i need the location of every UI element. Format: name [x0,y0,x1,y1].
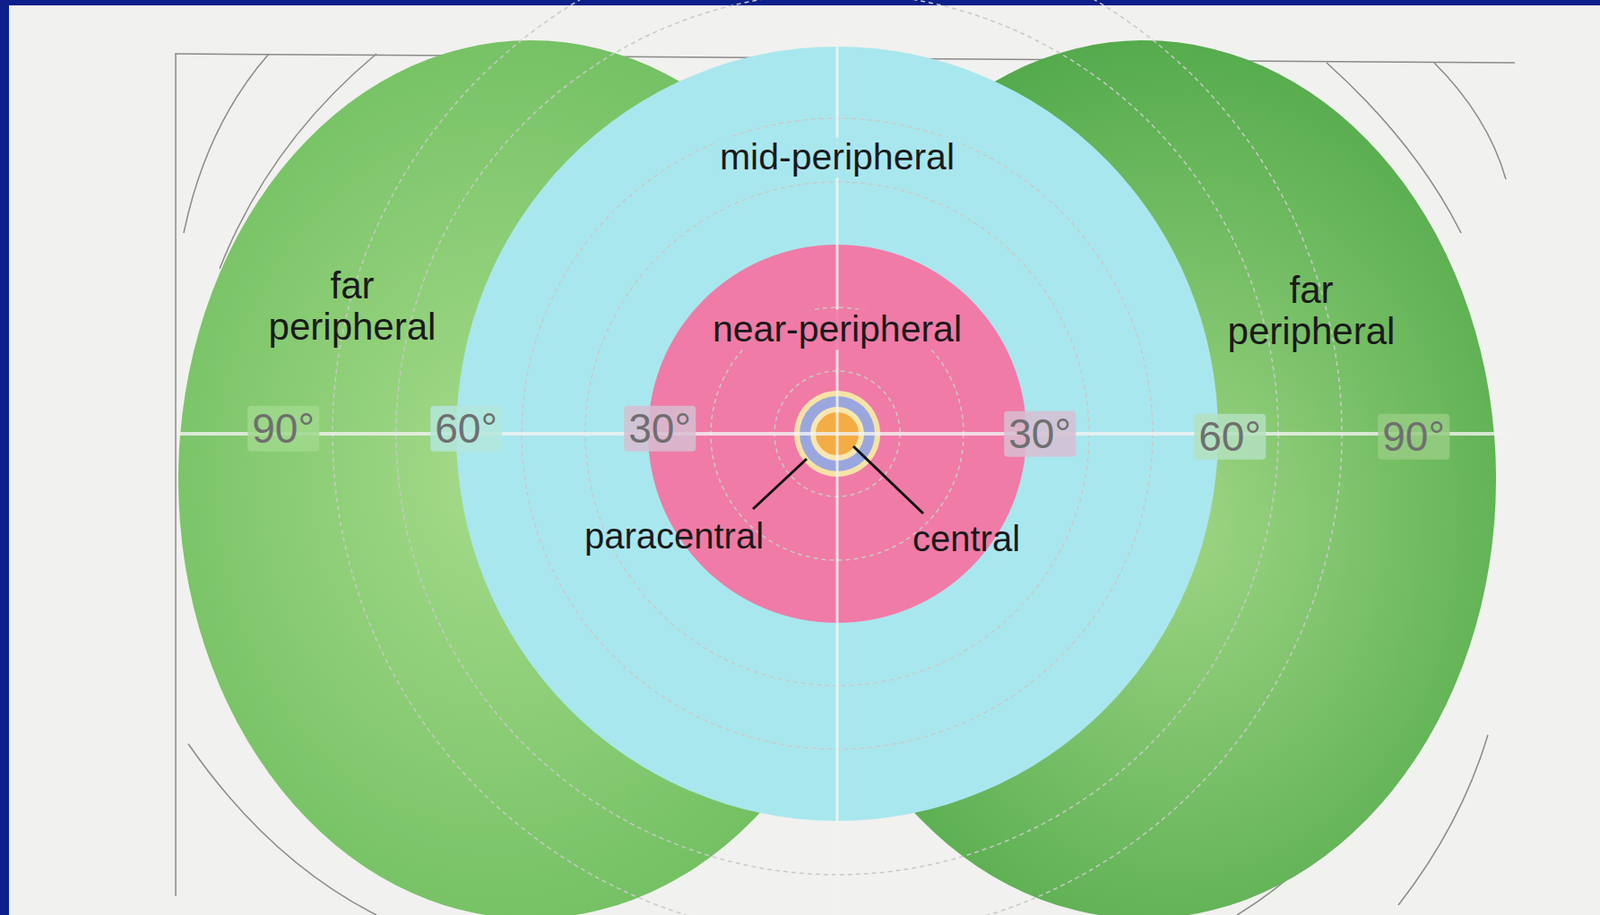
degree-label: 60° [430,406,502,452]
degree-label: 90° [247,406,320,452]
region-label: near-peripheral [708,309,967,350]
degree-label: 90° [1377,414,1450,460]
region-label: mid-peripheral [715,137,960,178]
callout-label: paracentral [584,516,764,556]
degree-label: 60° [1193,414,1266,460]
callout-label: central [912,518,1021,559]
degree-label: 30° [623,406,696,452]
region-label: far peripheral [1208,269,1415,353]
degree-label: 30° [1003,411,1076,458]
region-label: far peripheral [249,265,456,348]
